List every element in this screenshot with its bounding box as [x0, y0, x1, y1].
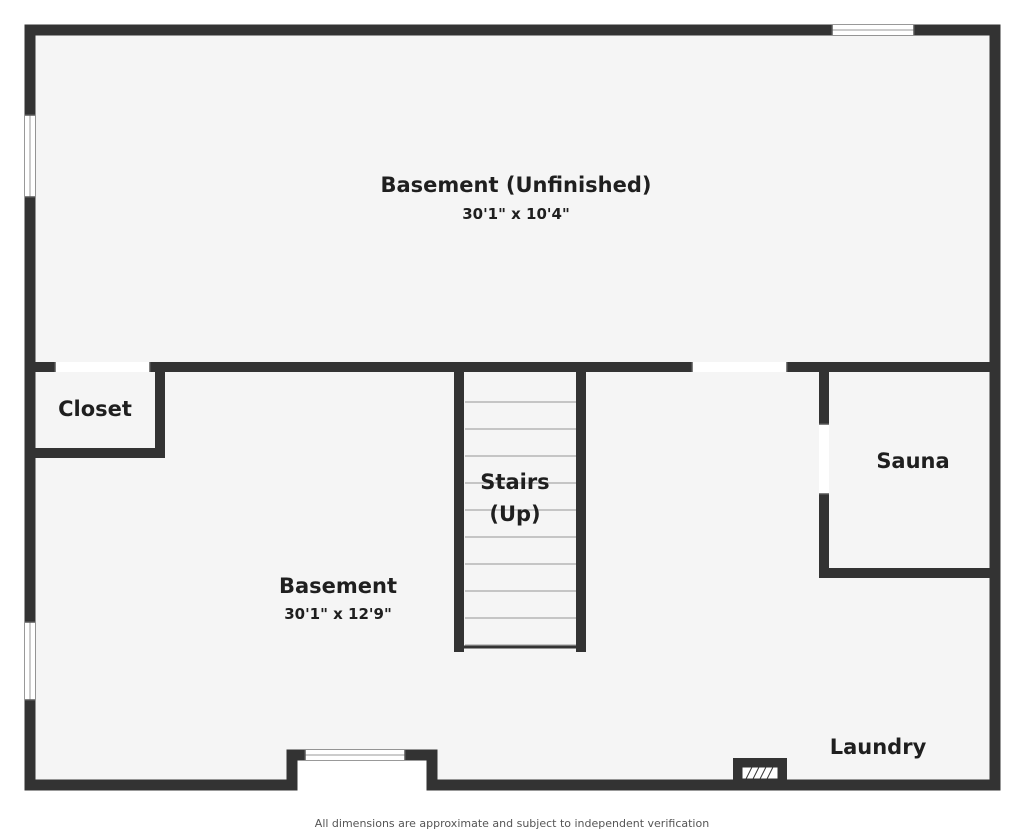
- exterior-wall-outline: [24, 24, 1001, 791]
- room-label-closet: Closet: [58, 397, 132, 421]
- window-left-lower: [25, 621, 35, 701]
- window-bottom-alcove: [304, 750, 406, 760]
- floor-area: [30, 30, 995, 785]
- opening-divider: [691, 362, 788, 372]
- room-label-stairs-direction: (Up): [489, 502, 540, 526]
- room-label-basement: Basement: [279, 574, 397, 598]
- exterior-walls: [24, 24, 1001, 791]
- dimensions-disclaimer: All dimensions are approximate and subje…: [314, 817, 710, 830]
- room-label-laundry: Laundry: [830, 735, 927, 759]
- room-label-stairs: Stairs: [480, 470, 549, 494]
- stair-treads: [465, 401, 576, 646]
- wall-vent-fixture: [733, 758, 787, 786]
- windows: [25, 25, 915, 760]
- room-label-basement-unfinished: Basement (Unfinished): [381, 173, 652, 197]
- window-left-upper: [25, 114, 35, 198]
- room-dimensions-basement: 30'1" x 12'9": [284, 605, 392, 623]
- closet-wall: [25, 362, 165, 458]
- room-dimensions-basement-unfinished: 30'1" x 10'4": [462, 205, 570, 223]
- room-label-sauna: Sauna: [876, 449, 949, 473]
- opening-closet: [54, 362, 151, 372]
- opening-sauna: [819, 423, 829, 495]
- window-top-right: [831, 25, 915, 35]
